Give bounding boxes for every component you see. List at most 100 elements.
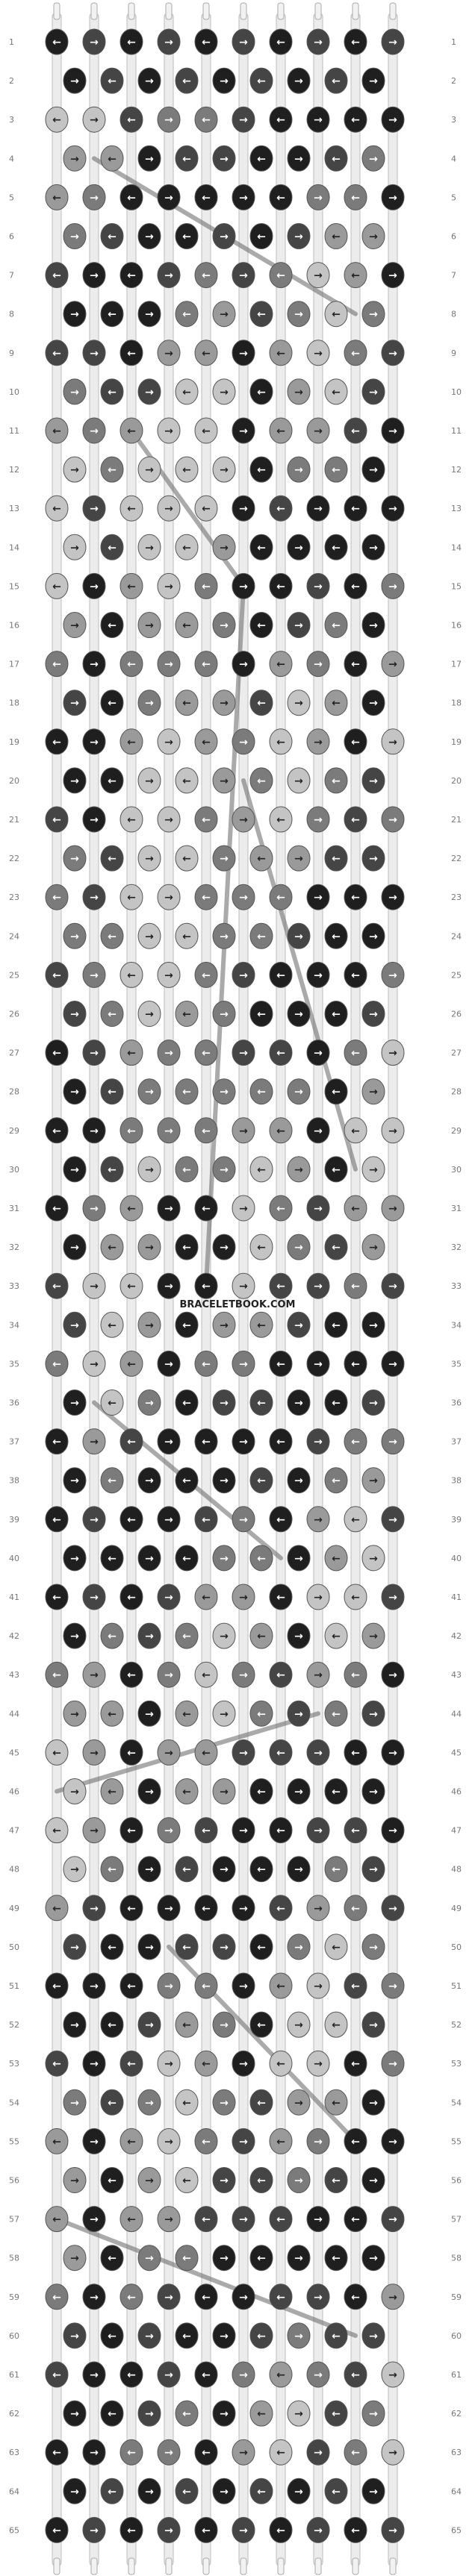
- knot-arrow: ←: [108, 853, 117, 865]
- row-number-right: 2: [451, 76, 456, 86]
- knot: →: [287, 301, 311, 328]
- knot: ←: [100, 767, 124, 794]
- knot: ←: [344, 1272, 367, 1299]
- knot: →: [361, 690, 385, 716]
- knot-arrow: ←: [127, 581, 136, 593]
- knot: →: [157, 184, 181, 210]
- knot-arrow: ←: [202, 581, 211, 593]
- knot-arrow: →: [145, 2330, 154, 2342]
- knot: ←: [269, 1817, 293, 1844]
- row-number-right: 17: [451, 660, 462, 669]
- knot-arrow: ←: [276, 737, 285, 748]
- knot-arrow: →: [90, 270, 99, 282]
- row-number-left: 19: [9, 737, 19, 747]
- knot-arrow: →: [145, 1864, 154, 1876]
- knot: →: [287, 1078, 311, 1105]
- knot: ←: [175, 1933, 199, 1960]
- knot-arrow: →: [220, 1708, 229, 1720]
- knot-arrow: ←: [257, 1864, 266, 1876]
- knot: ←: [45, 1195, 69, 1222]
- knot-arrow: →: [388, 2136, 397, 2148]
- knot: →: [82, 1428, 106, 1455]
- knot: ←: [344, 1428, 367, 1455]
- knot: →: [232, 2206, 255, 2233]
- knot-arrow: ←: [257, 620, 266, 632]
- knot: ←: [100, 67, 124, 94]
- knot: ←: [175, 1856, 199, 1883]
- knot-arrow: ←: [351, 2369, 360, 2381]
- knot-arrow: ←: [52, 892, 61, 904]
- knot-arrow: →: [239, 737, 248, 748]
- row-number-right: 33: [451, 1281, 462, 1291]
- knot: ←: [194, 1895, 218, 1922]
- knot: →: [306, 1895, 330, 1922]
- knot: ←: [249, 2167, 273, 2193]
- knot: ←: [324, 378, 348, 405]
- knot-arrow: →: [294, 2019, 303, 2031]
- row-number-left: 5: [9, 193, 14, 202]
- knot: ←: [175, 534, 199, 560]
- knot: →: [63, 612, 87, 638]
- knot: ←: [269, 1661, 293, 1688]
- row-number-right: 16: [451, 621, 462, 631]
- knot: →: [381, 106, 405, 133]
- knot: ←: [119, 340, 143, 366]
- knot-arrow: ←: [202, 503, 211, 515]
- knot: ←: [269, 28, 293, 55]
- knot: →: [306, 1195, 330, 1222]
- knot-arrow: ←: [332, 1164, 341, 1176]
- knot-arrow: ←: [351, 114, 360, 126]
- knot-arrow: →: [239, 969, 248, 981]
- knot-arrow: ←: [332, 775, 341, 787]
- knot: ←: [269, 2283, 293, 2310]
- knot-arrow: ←: [351, 1358, 360, 1370]
- knot: →: [82, 1195, 106, 1222]
- knot: →: [306, 1584, 330, 1610]
- knot-arrow: ←: [332, 153, 341, 165]
- knot-arrow: →: [145, 1164, 154, 1176]
- knot-arrow: →: [369, 1553, 378, 1565]
- knot: →: [82, 1350, 106, 1377]
- row-number-left: 50: [9, 1942, 19, 1952]
- knot-arrow: →: [369, 2486, 378, 2498]
- knot: ←: [45, 2050, 69, 2077]
- row-number-right: 14: [451, 543, 462, 552]
- knot-arrow: →: [90, 737, 99, 748]
- row-number-left: 22: [9, 854, 19, 863]
- row-number-left: 10: [9, 387, 19, 397]
- row-number-right: 36: [451, 1398, 462, 1408]
- knot: ←: [194, 1040, 218, 1066]
- knot-arrow: ←: [127, 2525, 136, 2536]
- knot: →: [232, 2361, 255, 2388]
- knot: ←: [119, 1895, 143, 1922]
- knot: ←: [194, 2283, 218, 2310]
- knot-arrow: →: [70, 2175, 79, 2187]
- knot: →: [157, 1739, 181, 1766]
- knot-arrow: →: [220, 1319, 229, 1331]
- knot: ←: [100, 1389, 124, 1416]
- knot-arrow: ←: [182, 75, 191, 87]
- knot: →: [361, 845, 385, 872]
- knot-arrow: →: [294, 620, 303, 632]
- knot-arrow: →: [239, 1358, 248, 1370]
- knot-arrow: →: [70, 853, 79, 865]
- row-number-right: 41: [451, 1592, 462, 1602]
- knot: →: [306, 1428, 330, 1455]
- knot: ←: [100, 612, 124, 638]
- knot-arrow: →: [369, 1164, 378, 1176]
- knot: ←: [45, 1040, 69, 1066]
- knot: ←: [175, 690, 199, 716]
- knot: →: [232, 417, 255, 444]
- knot-arrow: →: [164, 2058, 173, 2070]
- row-number-right: 21: [451, 815, 462, 825]
- knot-arrow: →: [164, 37, 173, 49]
- knot: ←: [119, 1195, 143, 1222]
- knot: →: [63, 145, 87, 172]
- knot: →: [82, 2206, 106, 2233]
- knot-arrow: →: [239, 1669, 248, 1681]
- row-number-right: 46: [451, 1787, 462, 1797]
- knot: ←: [344, 28, 367, 55]
- knot-arrow: ←: [182, 387, 191, 398]
- knot: ←: [119, 572, 143, 599]
- knot: ←: [269, 1895, 293, 1922]
